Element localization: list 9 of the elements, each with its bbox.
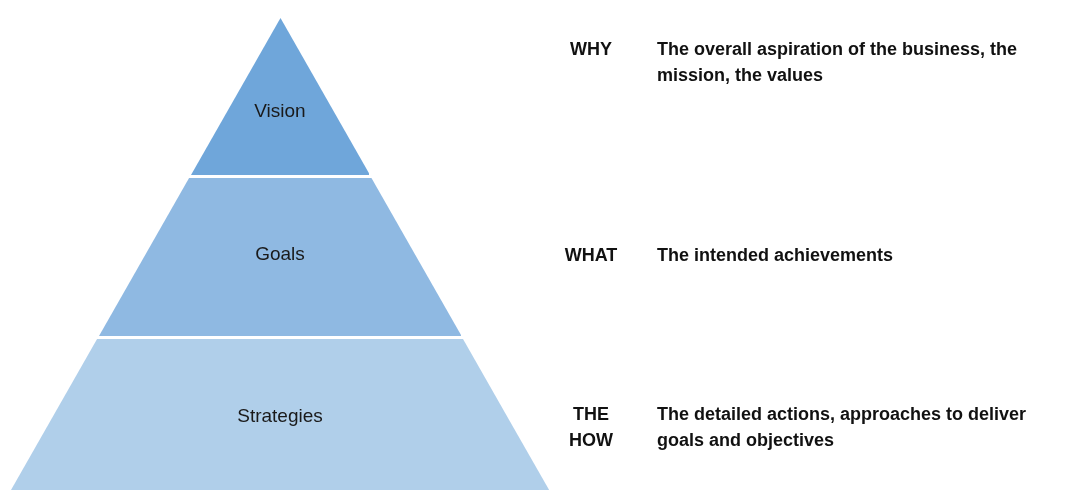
level-description: The detailed actions, approaches to deliver goals and objectives xyxy=(657,403,1028,452)
level-description: The intended achievements xyxy=(657,244,895,267)
level-keyword: THE HOW xyxy=(568,403,614,452)
level-description: The overall aspiration of the business, the mission, the values xyxy=(657,38,1019,87)
tier-label: Vision xyxy=(254,100,306,121)
tier-label: Strategies xyxy=(237,405,323,426)
level-keyword: WHY xyxy=(569,38,613,61)
tier-label: Goals xyxy=(255,243,305,264)
level-keyword: WHAT xyxy=(563,244,619,267)
